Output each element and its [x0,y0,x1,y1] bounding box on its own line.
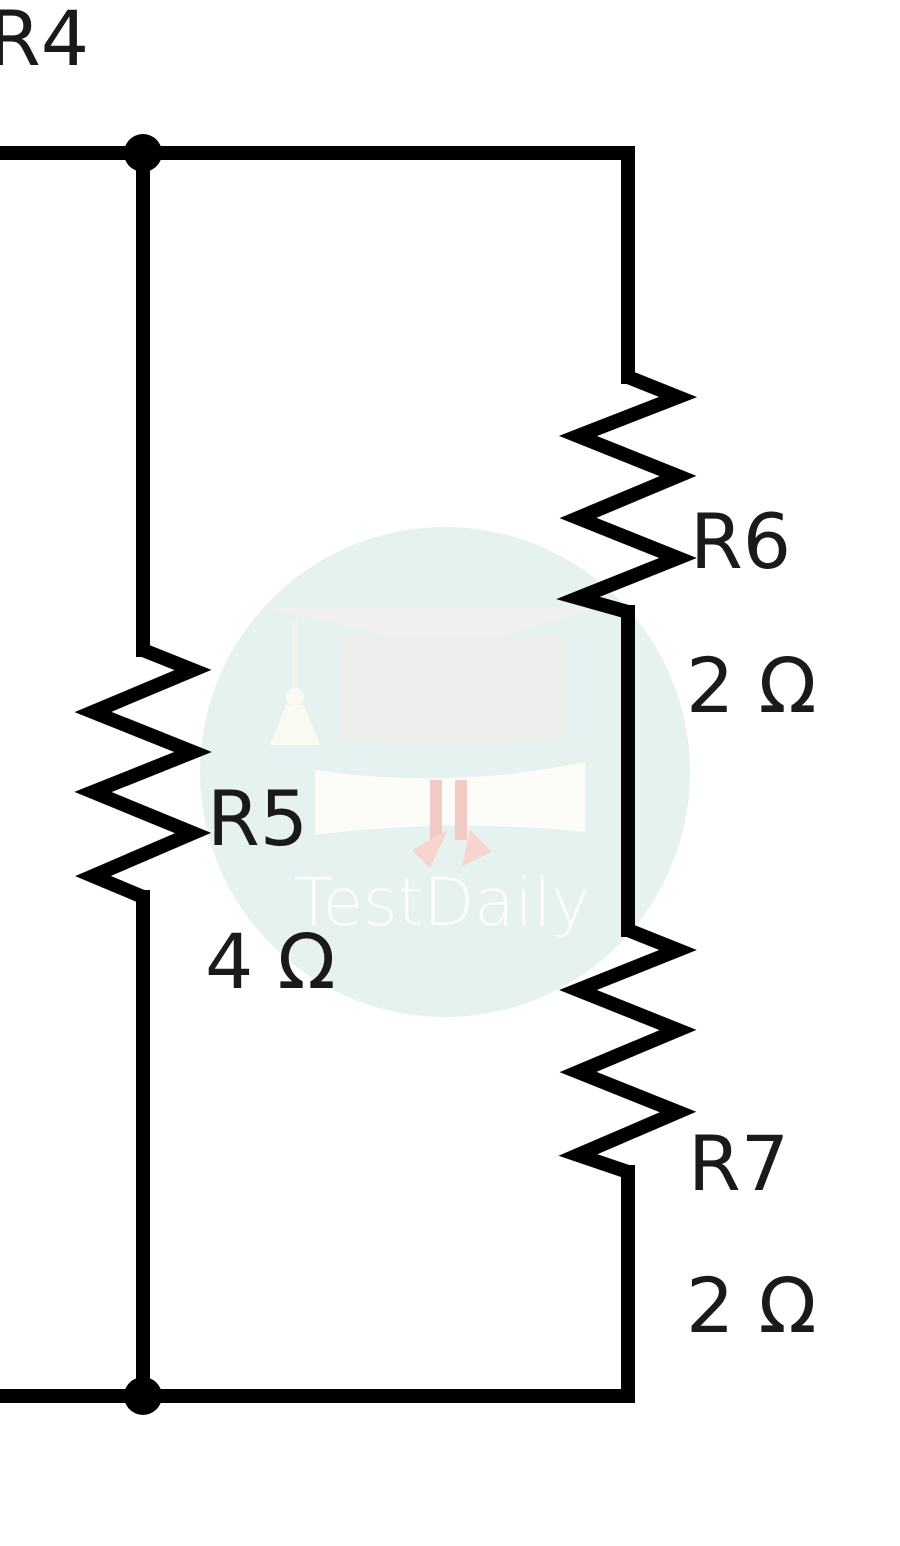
resistor-r7 [558,923,697,1179]
r5-value-label: 4 Ω [205,917,336,1006]
r4-label: R4 [0,0,89,83]
watermark-circle [200,527,690,1017]
r7-value-label: 2 Ω [686,1261,817,1350]
r5-zigzag [74,643,212,904]
r6-value-label: 2 Ω [686,641,817,730]
resistor-r6 [556,370,698,619]
r7-name-label: R7 [688,1119,789,1208]
wires [0,146,635,1403]
r6-name-label: R6 [690,497,791,586]
resistor-r5 [74,643,212,904]
bottom-junction-node [124,1377,162,1415]
graduation-cap-icon [265,607,600,745]
diploma-icon [315,762,585,868]
r7-zigzag [558,923,697,1179]
top-junction-node [124,134,162,172]
watermark-text: TestDaily [294,864,591,941]
r6-zigzag [556,370,698,619]
r5-name-label: R5 [207,774,308,863]
watermark: TestDaily [200,527,690,1017]
